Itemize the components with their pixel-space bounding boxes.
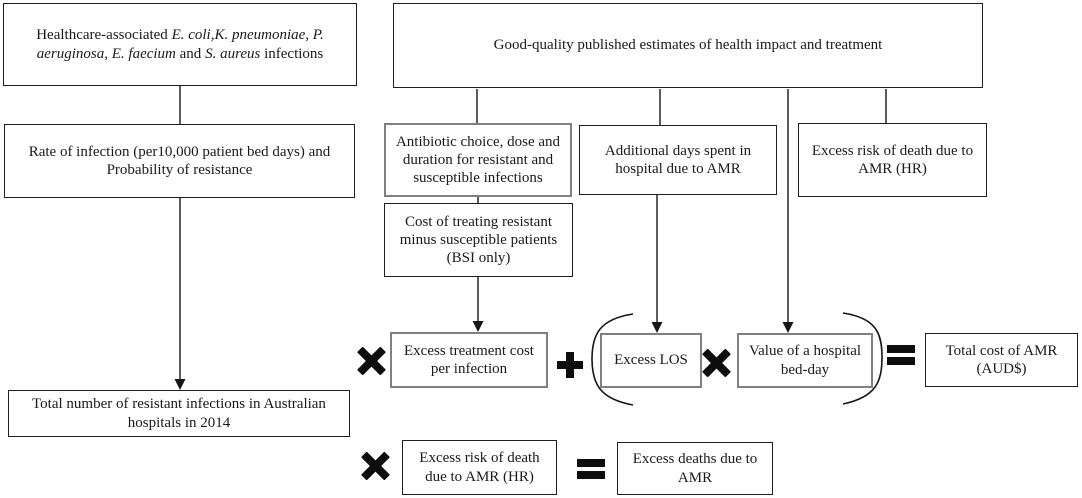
box-healthcare-infections: Healthcare-associated E. coli,K. pneumon… <box>3 3 357 86</box>
box-value-of-bed-day: Value of a hospital bed-day <box>737 333 873 388</box>
box-label: Good-quality published estimates of heal… <box>493 37 883 54</box>
box-total-cost-of-amr: Total cost of AMR (AUD$) <box>925 333 1078 387</box>
multiply-operator-treatment <box>357 346 386 375</box>
equals-operator-total-cost <box>887 345 915 365</box>
box-label: Excess LOS <box>614 352 688 369</box>
box-additional-days: Additional days spent in hospital due to… <box>579 125 777 195</box>
box-excess-treatment-cost: Excess treatment cost per infection <box>390 332 548 388</box>
multiply-operator-bed-day <box>702 348 731 377</box>
box-label: Rate of infection (per10,000 patient bed… <box>28 143 331 178</box>
box-label: Total cost of AMR (AUD$) <box>945 342 1058 377</box>
box-label: Value of a hospital bed-day <box>748 343 862 378</box>
box-label: Antibiotic choice, dose and duration for… <box>395 133 561 187</box>
box-label: Total number of resistant infections in … <box>32 396 326 431</box>
box-excess-risk-of-death-top: Excess risk of death due to AMR (HR) <box>798 123 987 197</box>
box-label: Healthcare-associated E. coli,K. pneumon… <box>36 27 324 62</box>
box-good-quality-estimates: Good-quality published estimates of heal… <box>393 3 983 88</box>
box-cost-of-treating: Cost of treating resistant minus suscept… <box>384 203 573 277</box>
equals-operator-excess-deaths <box>577 459 605 479</box>
multiply-operator-risk <box>361 451 390 480</box>
box-label: Excess treatment cost per infection <box>404 342 534 377</box>
box-excess-los: Excess LOS <box>600 333 702 388</box>
box-excess-deaths: Excess deaths due to AMR <box>617 442 773 495</box>
box-label: Excess risk of death due to AMR (HR) <box>419 450 540 485</box>
box-rate-of-infection: Rate of infection (per10,000 patient bed… <box>4 124 355 198</box>
box-excess-risk-of-death-bottom: Excess risk of death due to AMR (HR) <box>402 440 557 495</box>
box-total-resistant-infections: Total number of resistant infections in … <box>8 390 350 437</box>
box-label: Cost of treating resistant minus suscept… <box>399 213 558 267</box>
box-label: Excess risk of death due to AMR (HR) <box>811 142 974 177</box>
box-label: Excess deaths due to AMR <box>632 451 758 486</box>
plus-operator <box>557 352 583 378</box>
box-label: Additional days spent in hospital due to… <box>604 142 752 177</box>
box-antibiotic-choice: Antibiotic choice, dose and duration for… <box>384 123 572 197</box>
